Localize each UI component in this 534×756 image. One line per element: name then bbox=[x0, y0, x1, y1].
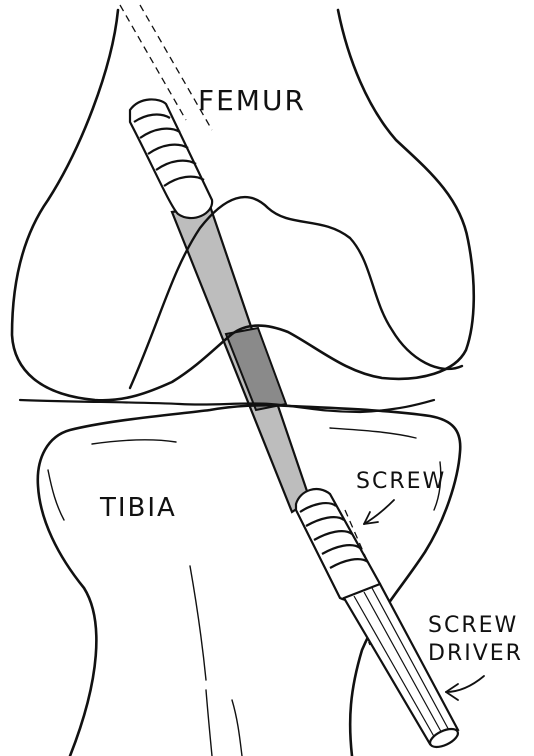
femur-label: FEMUR bbox=[198, 84, 306, 117]
screwdriver bbox=[344, 584, 461, 751]
tibia-outline bbox=[38, 405, 460, 756]
femoral-screw bbox=[130, 99, 212, 218]
screwdriver-label-line2: DRIVER bbox=[428, 641, 523, 666]
screw-label: SCREW bbox=[356, 469, 446, 494]
tibia-label: TIBIA bbox=[99, 493, 177, 523]
screw-pointer-arrow bbox=[364, 500, 394, 524]
tibial-plateau-line bbox=[20, 400, 434, 412]
screwdriver-pointer-arrow bbox=[446, 676, 484, 700]
screwdriver-label-line1: SCREW bbox=[428, 613, 518, 638]
tibial-screw bbox=[296, 489, 380, 600]
